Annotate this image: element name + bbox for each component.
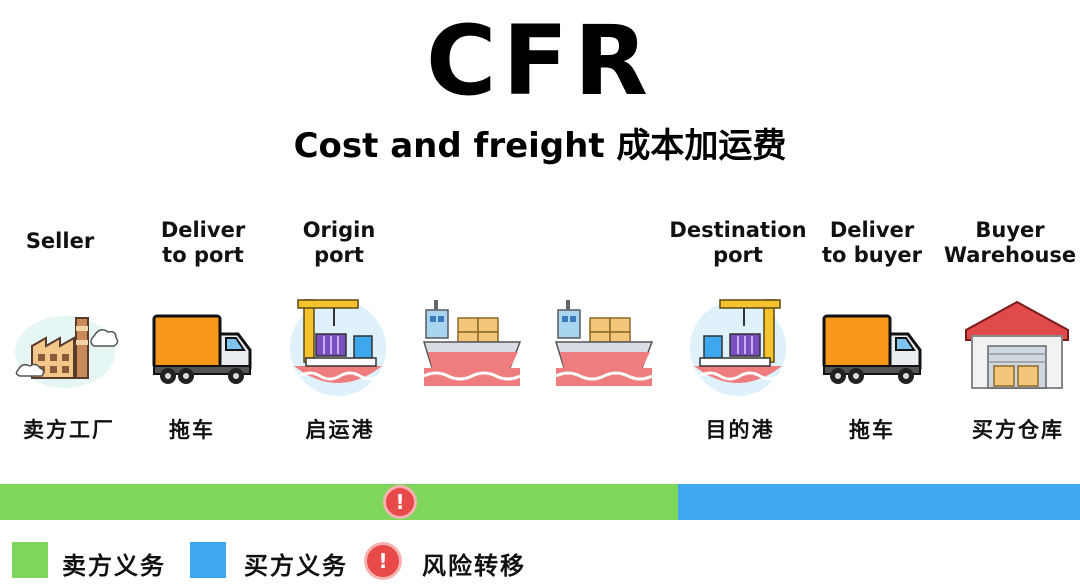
stage-deliver-to-buyer: Deliver to buyer [807, 212, 937, 268]
stage-label-en: Origin port [302, 218, 376, 267]
stage-label-zh: 买方仓库 [972, 418, 1064, 442]
seller-obligation-segment [0, 484, 678, 520]
stage-deliver-to-port: Deliver to port [138, 212, 268, 268]
buyer-legend-label: 买方义务 [244, 552, 348, 580]
diagram-title: CFR [426, 5, 654, 117]
factory-icon [15, 316, 119, 388]
stage-buyer-warehouse: Buyer Warehouse [943, 212, 1077, 268]
cargo-ship-icon [422, 300, 522, 386]
cargo-ship-icon [554, 300, 654, 386]
seller-legend-label: 卖方义务 [62, 552, 166, 580]
stage-label-zh: 启运港 [305, 418, 375, 442]
stage-label-en: Seller [25, 229, 95, 253]
port-crane-icon [690, 299, 786, 396]
risk-transfer-icon: ! [383, 485, 417, 519]
truck-icon [152, 314, 252, 384]
stage-label-zh: 拖车 [169, 418, 215, 442]
risk-legend-icon: ! [364, 542, 402, 580]
stage-origin-port: Origin port [274, 212, 404, 268]
stage-destination-port: Destination port [669, 212, 807, 268]
truck-icon [822, 314, 922, 384]
port-crane-icon [290, 299, 386, 396]
buyer-obligation-segment [678, 484, 1080, 520]
warehouse-icon [965, 300, 1069, 389]
stage-label-en: Buyer Warehouse [943, 218, 1077, 267]
buyer-legend-swatch [190, 542, 226, 578]
risk-legend-label: 风险转移 [422, 552, 526, 580]
stage-label-zh: 拖车 [849, 418, 895, 442]
seller-legend-swatch [12, 542, 48, 578]
responsibility-bar [0, 484, 1080, 520]
stage-seller: Seller [0, 212, 125, 254]
stage-label-en: Deliver to port [160, 218, 246, 267]
stage-label-zh: 目的港 [705, 418, 775, 442]
stage-label-en: Destination port [669, 218, 807, 267]
stage-label-zh: 卖方工厂 [23, 418, 115, 442]
diagram-subtitle: Cost and freight 成本加运费 [293, 126, 787, 166]
stage-label-en: Deliver to buyer [821, 218, 923, 267]
